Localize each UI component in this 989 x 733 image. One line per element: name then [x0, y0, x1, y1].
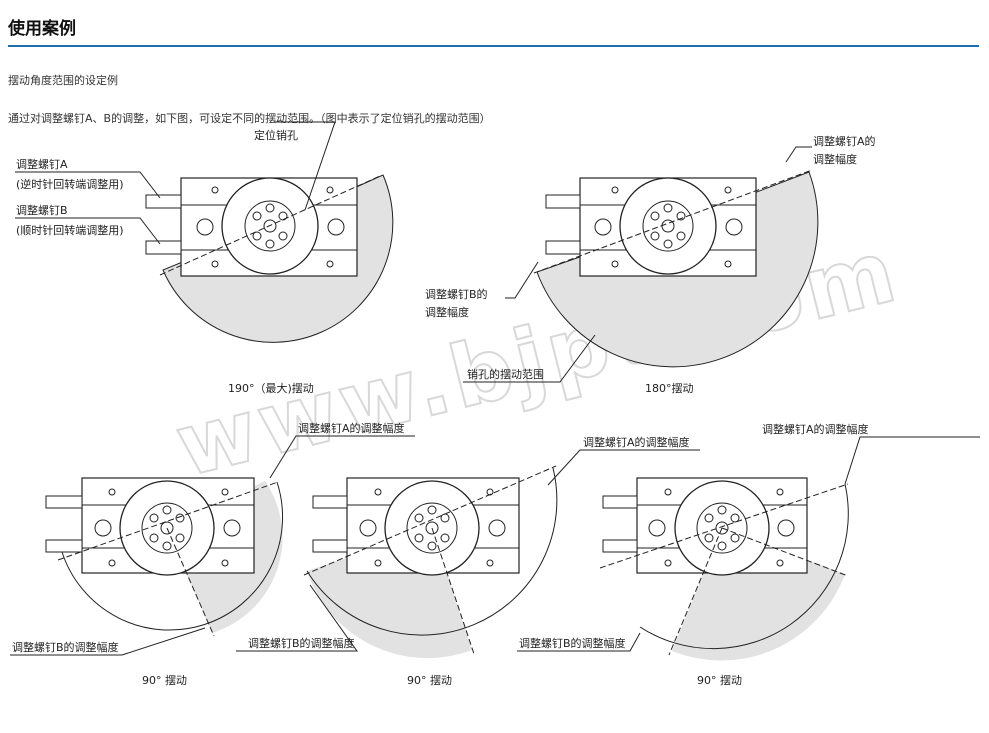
screw-a-range-label: 调整螺钉A的	[813, 134, 876, 148]
pin-hole-label: 定位销孔	[254, 128, 298, 142]
screw-b-range-label: 调整螺钉B的调整幅度	[519, 636, 626, 650]
screw-b-label: 调整螺钉B	[16, 203, 68, 217]
figure-90-degree-middle: 调整螺钉A的调整幅度 调整螺钉B的调整幅度 90° 摆动	[236, 435, 700, 687]
screw-a-purpose: (逆时针回转端调整用)	[16, 177, 124, 191]
actuator-body	[45, 477, 255, 576]
screw-a-range-label-2: 调整幅度	[813, 152, 857, 166]
screw-b-range-label: 调整螺钉B的调整幅度	[12, 640, 119, 654]
screw-a-label: 调整螺钉A	[16, 157, 68, 171]
figure-caption: 90° 摆动	[407, 673, 452, 687]
actuator-body	[312, 477, 520, 576]
screw-a-range-label: 调整螺钉A的调整幅度	[298, 421, 405, 435]
figure-caption: 90° 摆动	[697, 673, 742, 687]
figure-190-degree: 定位销孔 调整螺钉A (逆时针回转端调整用) 调整螺钉B (顺时针回转端调整用)…	[15, 121, 394, 395]
figure-caption: 180°摆动	[645, 381, 694, 395]
pin-range-label: 销孔的摆动范围	[467, 367, 544, 381]
page-title: 使用案例	[8, 19, 76, 39]
section-subtitle: 摆动角度范围的设定例	[8, 74, 118, 87]
screw-a-range-label: 调整螺钉A的调整幅度	[762, 422, 869, 436]
actuator-body	[602, 477, 808, 576]
actuator-body	[545, 177, 757, 277]
figure-90-degree-right: 调整螺钉A的调整幅度 调整螺钉B的调整幅度 90° 摆动	[517, 422, 980, 687]
figure-caption: 190°（最大)摆动	[228, 381, 314, 395]
figure-caption: 90° 摆动	[142, 673, 187, 687]
screw-b-purpose: (顺时针回转端调整用)	[16, 223, 124, 237]
screw-b-range-label: 调整螺钉B的调整幅度	[248, 636, 355, 650]
screw-a-range-label: 调整螺钉A的调整幅度	[583, 435, 690, 449]
section-description: 通过对调整螺钉A、B的调整，如下图，可设定不同的摆动范围。（图中表示了定位销孔的…	[8, 112, 491, 125]
actuator-body	[145, 177, 358, 277]
title-rule	[8, 45, 979, 47]
screw-b-range-label-2: 调整幅度	[425, 305, 469, 319]
figure-90-degree-left: 调整螺钉A的调整幅度 调整螺钉B的调整幅度 90° 摆动	[10, 421, 415, 687]
figure-180-degree: 调整螺钉A的 调整幅度 调整螺钉B的 调整幅度 销孔的摆动范围 180°摆动	[425, 134, 876, 395]
screw-b-range-label: 调整螺钉B的	[425, 287, 488, 301]
